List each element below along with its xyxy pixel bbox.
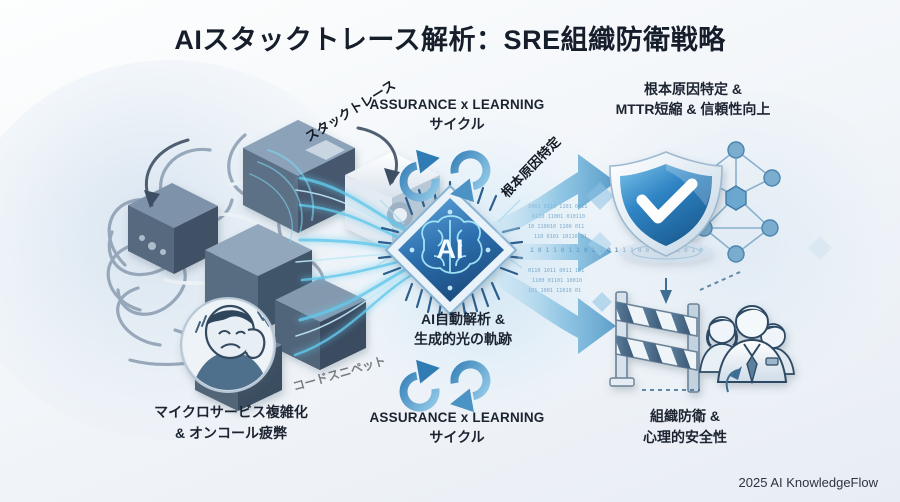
svg-text:1001 0110 1101 0011: 1001 0110 1101 0011 [528, 204, 587, 210]
shield-badge [609, 151, 723, 263]
microservices-cluster [106, 120, 440, 411]
decorative-shapes [586, 182, 832, 312]
center-label-line2: 生成的光の軌跡 [414, 331, 512, 347]
outcome-label-bottom-right-line2: 心理的安全性 [643, 429, 727, 445]
svg-text:10 110010 1100 011: 10 110010 1100 011 [528, 224, 584, 230]
cycle-label-bottom-line2: サイクル [429, 429, 485, 445]
problem-label-line2: & オンコール疲弊 [175, 425, 287, 441]
right-connector-arrows [642, 271, 742, 393]
burnout-badge [180, 297, 276, 393]
cycle-icon-bottom [399, 359, 491, 413]
outcome-label-top-right-line1: 根本原因特定 & [644, 81, 742, 97]
binary-code-stream: 1001 0110 1101 0011 0110 11001 010110 10… [528, 204, 703, 294]
footer-credit: 2025 AI KnowledgeFlow [738, 475, 878, 490]
flow-arrows [492, 154, 616, 354]
cycle-label-top-line1: ASSURANCE x LEARNING [369, 97, 545, 112]
page-title: AIスタックトレース解析：SRE組織防衛戦略 [174, 25, 726, 55]
svg-text:0110 11001 010110: 0110 11001 010110 [532, 214, 585, 220]
ai-chip-text: AI [437, 234, 464, 264]
svg-text:0110 1011 0011 101: 0110 1011 0011 101 [528, 268, 584, 274]
cycle-label-top-line2: サイクル [429, 116, 485, 132]
svg-text:110 0101 10110 01: 110 0101 10110 01 [534, 234, 587, 240]
defense-barrier [609, 291, 700, 393]
outcome-label-bottom-right-line1: 組織防衛 & [650, 408, 720, 424]
svg-text:1100 01101 10010: 1100 01101 10010 [532, 278, 582, 284]
arrow-root-cause [492, 154, 616, 238]
problem-label-line1: マイクロサービス複雑化 [154, 404, 308, 420]
arrow-defense [496, 268, 616, 354]
svg-text:101 1001 11010 01: 101 1001 11010 01 [528, 288, 581, 294]
svg-text:1 0 1 1 0 1 1 0 1 1 0 1 1 1 0: 1 0 1 1 0 1 1 0 1 1 0 1 1 1 0 0 1 1 1 1 … [530, 246, 703, 254]
arrow-center [518, 232, 612, 272]
cycle-icon-top [399, 149, 491, 203]
cycle-label-bottom-line1: ASSURANCE x LEARNING [369, 410, 545, 425]
outcome-label-top-right-line2: MTTR短縮 & 信頼性向上 [615, 101, 771, 117]
sre-team-group [699, 305, 796, 385]
check-icon [636, 178, 698, 224]
center-label-line1: AI自動解析 & [421, 311, 505, 327]
